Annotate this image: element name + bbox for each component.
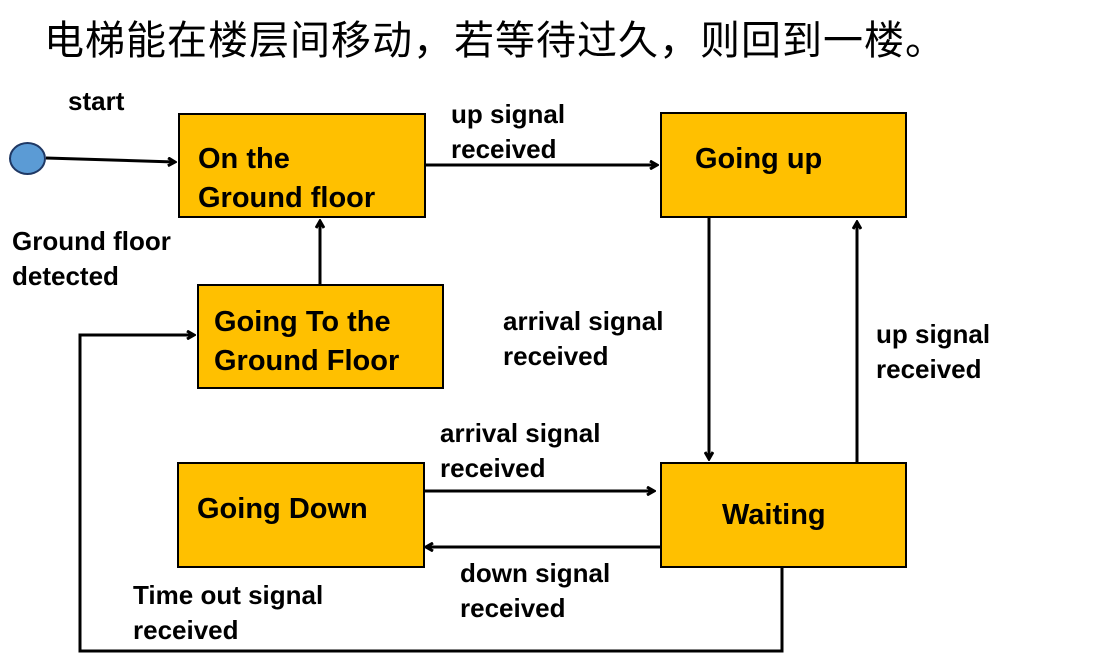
label-line: received (451, 134, 557, 165)
label-line: arrival signal (440, 418, 601, 448)
label-ground-to-up: up signal received (451, 97, 565, 167)
label-line: up signal (451, 99, 566, 129)
state-going-to-ground-floor: Going To the Ground Floor (197, 284, 444, 389)
start-label: start (68, 86, 125, 116)
label-line: up signal (876, 319, 991, 349)
timeout-arrow (78, 335, 784, 653)
label-line: detected (12, 261, 119, 292)
label-line: received (503, 341, 609, 372)
label-ground-detected: Ground floor detected (12, 224, 171, 294)
state-waiting: Waiting (660, 462, 907, 568)
state-label: Going To the (214, 306, 391, 338)
start-arrow (45, 156, 175, 162)
state-going-down: Going Down (177, 462, 425, 568)
label-line: down signal (460, 558, 611, 588)
state-label: Going up (695, 143, 823, 175)
start-node (9, 142, 46, 175)
label-waiting-to-up: up signal received (876, 317, 990, 387)
state-label: Ground floor (198, 182, 376, 215)
state-label: Going Down (197, 493, 368, 525)
state-label: Waiting (722, 499, 826, 531)
label-line: arrival signal (503, 306, 664, 336)
label-line: received (440, 453, 546, 484)
label-line: received (460, 593, 566, 624)
label-down-to-waiting: arrival signal received (440, 416, 600, 486)
state-going-up: Going up (660, 112, 907, 218)
label-timeout: Time out signal received (133, 578, 323, 648)
label-line: received (876, 354, 982, 385)
state-label: On the (198, 143, 290, 175)
page-title: 电梯能在楼层间移动，若等待过久，则回到一楼。 (44, 18, 946, 64)
state-label: Ground Floor (214, 345, 400, 378)
label-line: received (133, 615, 239, 646)
state-on-ground-floor: On the Ground floor (178, 113, 426, 218)
label-waiting-to-down: down signal received (460, 556, 610, 626)
label-up-to-waiting: arrival signal received (503, 304, 663, 374)
label-line: Ground floor (12, 226, 171, 256)
label-line: Time out signal (133, 580, 324, 610)
